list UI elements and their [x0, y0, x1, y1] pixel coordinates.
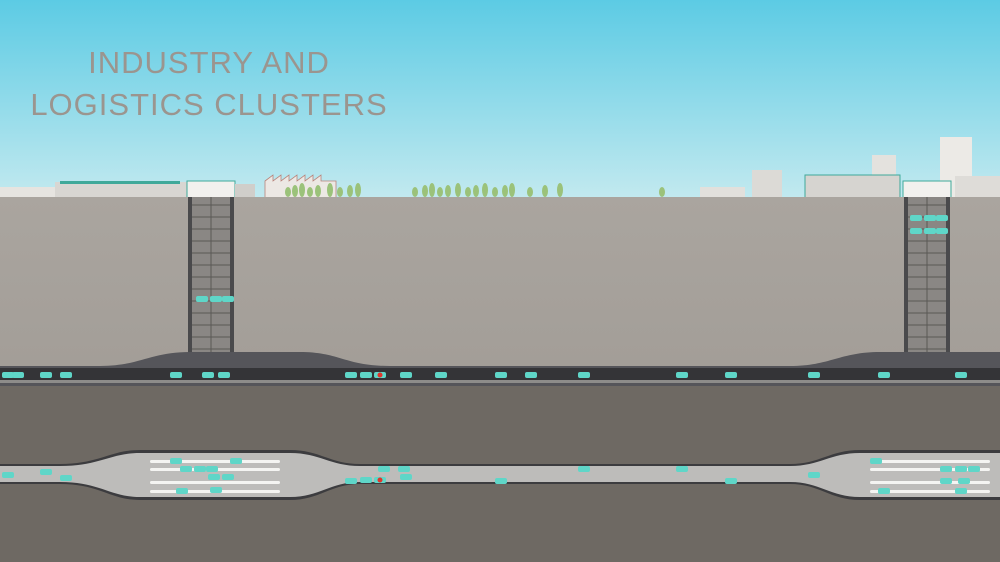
vehicle — [955, 466, 967, 472]
tree — [355, 183, 361, 197]
vehicle — [230, 458, 242, 464]
alert-light — [377, 477, 383, 483]
vehicle — [725, 478, 737, 484]
tree — [455, 183, 461, 197]
vehicle — [958, 478, 970, 484]
tree — [542, 185, 548, 197]
lane-divider — [150, 481, 280, 484]
vehicle — [345, 478, 357, 484]
tree — [492, 187, 498, 197]
sky — [0, 0, 1000, 198]
trees — [285, 183, 665, 197]
vehicle — [202, 372, 214, 378]
vehicle — [360, 477, 372, 483]
vehicle — [176, 488, 188, 494]
vehicle — [910, 215, 922, 221]
tree — [509, 183, 515, 197]
vehicle — [924, 228, 936, 234]
vehicle — [222, 474, 234, 480]
vehicle — [210, 296, 222, 302]
vehicle — [910, 228, 922, 234]
lane-divider — [870, 460, 990, 463]
vehicle — [936, 215, 948, 221]
vehicle — [400, 372, 412, 378]
vehicle — [40, 469, 52, 475]
vehicle — [360, 372, 372, 378]
vehicles — [2, 215, 980, 494]
tree — [299, 183, 305, 197]
vehicle — [578, 372, 590, 378]
vehicle — [210, 487, 222, 493]
vehicle — [196, 296, 208, 302]
vehicle — [400, 474, 412, 480]
vehicle — [170, 372, 182, 378]
tree — [422, 185, 428, 197]
tree — [337, 187, 343, 197]
vehicle — [180, 466, 192, 472]
tree — [445, 185, 451, 197]
vehicle — [955, 488, 967, 494]
vehicle — [218, 372, 230, 378]
lane-divider — [870, 481, 990, 484]
vehicle — [955, 372, 967, 378]
tree — [473, 185, 479, 197]
tree — [347, 185, 353, 197]
vehicle — [878, 488, 890, 494]
vehicle — [194, 466, 206, 472]
vehicle — [936, 228, 948, 234]
tree — [285, 187, 291, 197]
vehicle — [968, 466, 980, 472]
vehicle — [870, 458, 882, 464]
vehicle — [676, 466, 688, 472]
tree — [327, 183, 333, 197]
title-line-2: LOGISTICS CLUSTERS — [30, 87, 388, 122]
vehicle — [60, 372, 72, 378]
title-line-1: INDUSTRY AND — [88, 45, 330, 80]
vehicle — [398, 466, 410, 472]
vehicle — [170, 458, 182, 464]
tree — [307, 187, 313, 197]
tree — [412, 187, 418, 197]
vehicle — [206, 466, 218, 472]
vehicle — [676, 372, 688, 378]
tree — [527, 187, 533, 197]
alert-light — [377, 372, 383, 378]
tree — [315, 185, 321, 197]
vehicle — [578, 466, 590, 472]
vehicle — [725, 372, 737, 378]
tree — [557, 183, 563, 197]
tree — [502, 185, 508, 197]
lane-divider — [150, 460, 280, 463]
vehicle — [495, 478, 507, 484]
vehicle — [940, 478, 952, 484]
vehicle — [208, 474, 220, 480]
vehicle — [378, 466, 390, 472]
vehicle — [60, 475, 72, 481]
vehicle — [525, 372, 537, 378]
vehicle — [2, 472, 14, 478]
tree — [482, 183, 488, 197]
vehicle — [808, 472, 820, 478]
vehicle — [924, 215, 936, 221]
vehicle — [222, 296, 234, 302]
vehicle — [808, 372, 820, 378]
vehicle — [12, 372, 24, 378]
vehicle — [940, 466, 952, 472]
vehicle — [435, 372, 447, 378]
tree — [429, 183, 435, 197]
tree — [437, 187, 443, 197]
tree — [292, 185, 298, 197]
page-title: INDUSTRY AND LOGISTICS CLUSTERS — [24, 42, 394, 126]
tree — [465, 187, 471, 197]
shaft-right — [904, 197, 950, 357]
vehicle — [878, 372, 890, 378]
vehicle — [345, 372, 357, 378]
vehicle — [2, 372, 14, 378]
shaft-left — [188, 197, 234, 357]
vehicle — [495, 372, 507, 378]
vehicle — [40, 372, 52, 378]
tree — [659, 187, 665, 197]
